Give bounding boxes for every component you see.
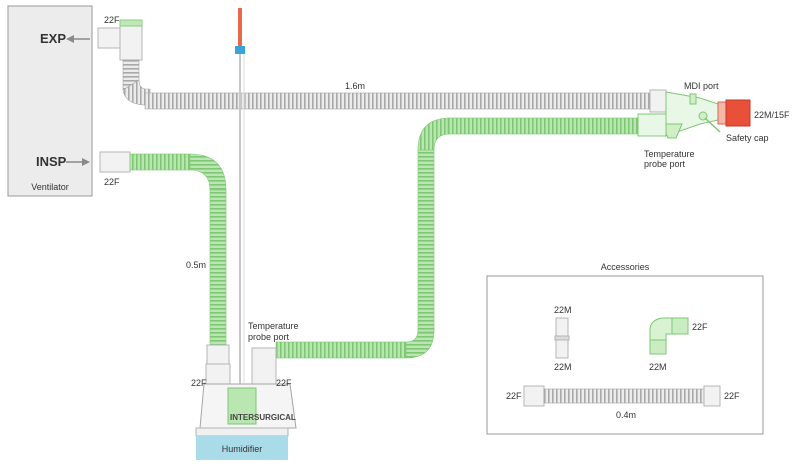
humidifier-chamber: INTERSURGICAL Humidifier (195, 347, 297, 460)
humid-left-connector-label: 22F (191, 378, 207, 388)
patient-temp-probe-label-2: probe port (644, 159, 686, 169)
patient-connector-label: 22M/15F (754, 110, 790, 120)
tube-length-label: 0.4m (616, 410, 636, 420)
ventilator-box: EXP INSP Ventilator (7, 5, 93, 197)
humid-temp-probe-label-1: Temperature (248, 321, 299, 331)
patient-temp-probe-label-1: Temperature (644, 149, 695, 159)
elbow-connector (649, 317, 689, 355)
exp-connector-label: 22F (104, 15, 120, 25)
tube-right-label: 22F (724, 391, 740, 401)
straight-bottom-label: 22M (554, 362, 572, 372)
inspiratory-limb-long (275, 113, 667, 359)
exp-label: EXP (40, 31, 66, 46)
temperature-probe (235, 8, 245, 384)
short-limb-length-label: 0.5m (186, 260, 206, 270)
elbow-bottom-label: 22M (649, 362, 667, 372)
extension-tube (523, 385, 721, 407)
expiratory-limb (97, 19, 667, 113)
safety-cap-icon (725, 99, 751, 127)
straight-top-label: 22M (554, 305, 572, 315)
insp-arrow-icon (82, 158, 90, 166)
elbow-right-label: 22F (692, 322, 708, 332)
insp-connector-label: 22F (104, 177, 120, 187)
safety-cap-label: Safety cap (726, 133, 769, 143)
humidifier-label: Humidifier (222, 444, 263, 454)
brand-label: INTERSURGICAL (230, 413, 296, 422)
straight-connector (554, 317, 570, 359)
insp-label: INSP (36, 154, 67, 169)
humidifier-base (196, 436, 288, 460)
exp-arrow-icon (66, 35, 74, 43)
long-limb-length-label: 1.6m (345, 81, 365, 91)
inspiratory-limb-short (99, 151, 231, 385)
humid-temp-probe-label-2: probe port (248, 332, 290, 342)
accessories-title: Accessories (601, 262, 650, 272)
accessories-panel: Accessories 22M 22M 22F 22M 22F 22F 0.4m (486, 262, 764, 435)
patient-y-piece (661, 91, 751, 139)
mdi-port-label: MDI port (684, 81, 719, 91)
humid-right-connector-label: 22F (276, 378, 292, 388)
ventilator-label: Ventilator (31, 182, 69, 192)
tube-left-label: 22F (506, 391, 522, 401)
